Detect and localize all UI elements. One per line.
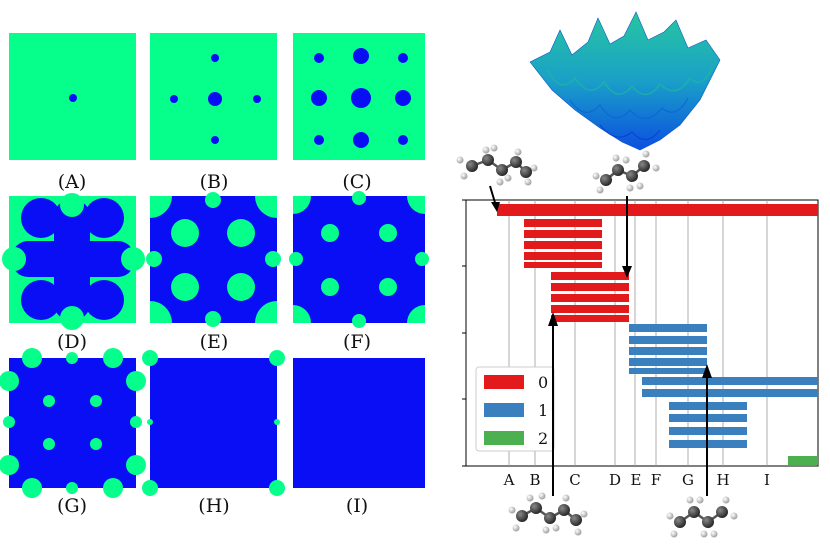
arrow-up-right	[702, 364, 712, 496]
bar-level-0	[524, 252, 602, 260]
blue-dot	[211, 54, 219, 62]
panel-label-b: (B)	[200, 171, 229, 193]
blue-dot	[311, 90, 327, 106]
bar-level-0	[524, 219, 602, 227]
panel-g: (G)	[0, 348, 146, 517]
blue-dot	[208, 92, 222, 106]
blue-dot	[353, 48, 369, 64]
blue-dot	[395, 90, 411, 106]
bar-level-0	[497, 204, 818, 216]
bar-level-1	[629, 336, 707, 344]
molecule-icon-bottom-right	[666, 496, 738, 538]
panel-i: (I)	[293, 358, 425, 517]
arrow-down-left	[489, 185, 500, 212]
panel-label-i: (I)	[346, 495, 368, 517]
panel-f-image	[293, 196, 425, 323]
blue-dot	[353, 132, 369, 148]
panel-d: (D)	[2, 193, 145, 353]
phase-panels: (A) (B) (C)	[0, 33, 429, 517]
energy-landscape-surface	[529, 11, 721, 151]
bar-level-0	[524, 262, 602, 268]
x-tick-labels: A B C D E F G H I	[503, 471, 770, 489]
arrow-up-left	[548, 312, 558, 496]
molecule-icon-bottom-left	[508, 492, 588, 536]
molecule-icon-top-center	[592, 150, 660, 194]
level-0-bars	[497, 204, 818, 322]
panel-e-image	[150, 196, 277, 323]
arrow-down-center	[622, 196, 632, 278]
panel-b: (B)	[150, 33, 277, 193]
y-ticks	[462, 199, 466, 467]
blue-dot	[211, 136, 219, 144]
x-tick-d: D	[609, 471, 621, 489]
panel-label-c: (C)	[342, 171, 371, 193]
blue-dot	[253, 95, 261, 103]
legend-swatch-1	[484, 403, 524, 417]
legend-label-2: 2	[538, 429, 548, 448]
panel-h: (H)	[142, 350, 285, 517]
blue-dot	[351, 88, 371, 108]
panel-label-d: (D)	[57, 331, 87, 353]
bar-level-0	[551, 305, 629, 313]
blue-dot	[314, 53, 324, 63]
panel-a: (A)	[9, 33, 136, 193]
x-tick-c: C	[569, 471, 580, 489]
blue-dot	[398, 135, 408, 145]
timeline-plot: 0 1 2 A B C D E F G H I	[462, 185, 819, 496]
blue-dot	[398, 53, 408, 63]
bar-level-2	[788, 456, 818, 465]
blue-dot	[69, 94, 77, 102]
bar-level-1	[642, 377, 818, 385]
bar-level-0	[551, 315, 629, 322]
legend-label-0: 0	[538, 373, 548, 392]
x-tick-g: G	[682, 471, 694, 489]
bar-level-1	[642, 389, 818, 397]
x-tick-i: I	[764, 471, 770, 489]
bar-level-0	[551, 272, 629, 280]
bar-level-0	[524, 230, 602, 238]
panel-g-image	[9, 358, 136, 488]
arrows	[489, 185, 712, 496]
panel-label-e: (E)	[200, 331, 229, 353]
panel-i-image	[293, 358, 425, 488]
bar-level-1	[629, 358, 707, 366]
x-tick-h: H	[716, 471, 729, 489]
legend-swatch-0	[484, 375, 524, 389]
molecule-icon-top-left	[456, 144, 538, 186]
panel-label-h: (H)	[198, 495, 229, 517]
legend: 0 1 2	[475, 366, 555, 452]
x-tick-f: F	[651, 471, 661, 489]
panel-h-image	[150, 358, 277, 488]
panel-label-f: (F)	[343, 331, 371, 353]
x-tick-e: E	[631, 471, 642, 489]
bar-level-1	[629, 347, 707, 355]
panel-c: (C)	[293, 33, 425, 193]
panel-f: (F)	[289, 191, 429, 353]
x-tick-a: A	[503, 471, 515, 489]
x-tick-b: B	[529, 471, 540, 489]
bar-level-0	[524, 241, 602, 249]
panel-e: (E)	[146, 192, 281, 353]
blue-dot	[314, 135, 324, 145]
panel-label-g: (G)	[57, 495, 87, 517]
bar-level-0	[551, 283, 629, 291]
blue-dot	[170, 95, 178, 103]
legend-label-1: 1	[538, 401, 548, 420]
bar-level-1	[629, 324, 707, 332]
bar-level-0	[551, 294, 629, 302]
bar-level-1	[629, 368, 707, 374]
panel-label-a: (A)	[58, 171, 87, 193]
legend-swatch-2	[484, 431, 524, 445]
